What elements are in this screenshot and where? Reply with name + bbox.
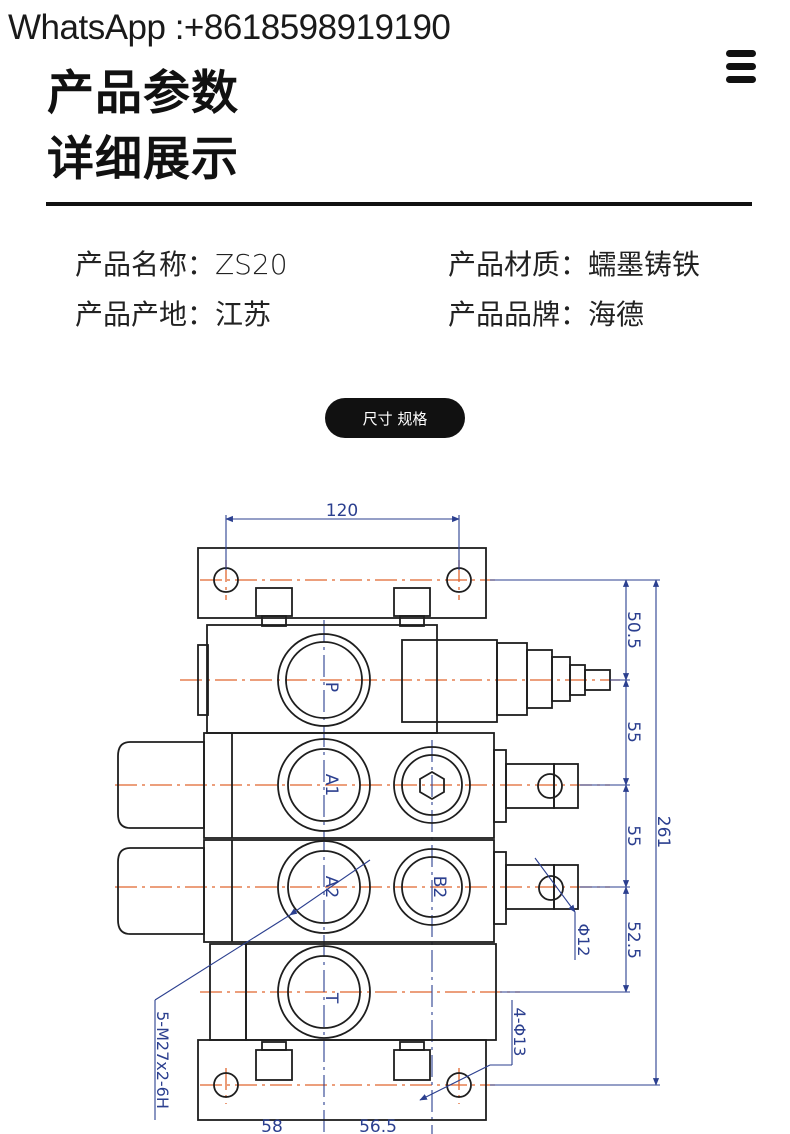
port-label-p: P [321, 682, 341, 692]
size-spec-button[interactable]: 尺寸 规格 [325, 398, 465, 438]
param-material: 产品材质：蠕墨铸铁 [448, 248, 701, 281]
dim-bottom-2: 56.5 [359, 1117, 397, 1134]
thread-callout: 5-M27x2-6H [153, 1011, 172, 1109]
dim-total-height: 261 [653, 816, 673, 848]
dimension-lines [154, 515, 660, 1120]
valve-technical-drawing: 120 58 56.5 50.5 55 55 52.5 261 5-M27x2-… [115, 501, 673, 1134]
port-label-b2: B2 [429, 876, 449, 898]
port-label-t: T [321, 992, 341, 1004]
port-label-a2: A2 [321, 876, 341, 898]
dim-right-3: 55 [623, 825, 643, 847]
dim-right-4: 52.5 [623, 921, 643, 959]
page-title-line2: 详细展示 [47, 132, 239, 187]
center-lines [115, 560, 620, 1104]
valve-body [117, 547, 611, 1121]
dim-top-width: 120 [326, 501, 358, 521]
pin-callout: Φ12 [574, 924, 593, 957]
port-label-a1: A1 [321, 774, 341, 796]
param-origin: 产品产地：江苏 [75, 298, 272, 331]
menu-button[interactable] [722, 50, 760, 84]
title-divider [46, 202, 752, 206]
dim-right-2: 55 [623, 721, 643, 743]
dim-bottom-1: 58 [261, 1117, 283, 1134]
dim-right-1: 50.5 [623, 611, 643, 649]
param-product-name: 产品名称：ZS20 [75, 248, 288, 281]
holes-callout: 4-Φ13 [510, 1008, 529, 1057]
param-brand: 产品品牌：海德 [448, 298, 645, 331]
whatsapp-watermark: WhatsApp :+8618598919190 [8, 8, 451, 47]
page-title-line1: 产品参数 [47, 66, 239, 121]
